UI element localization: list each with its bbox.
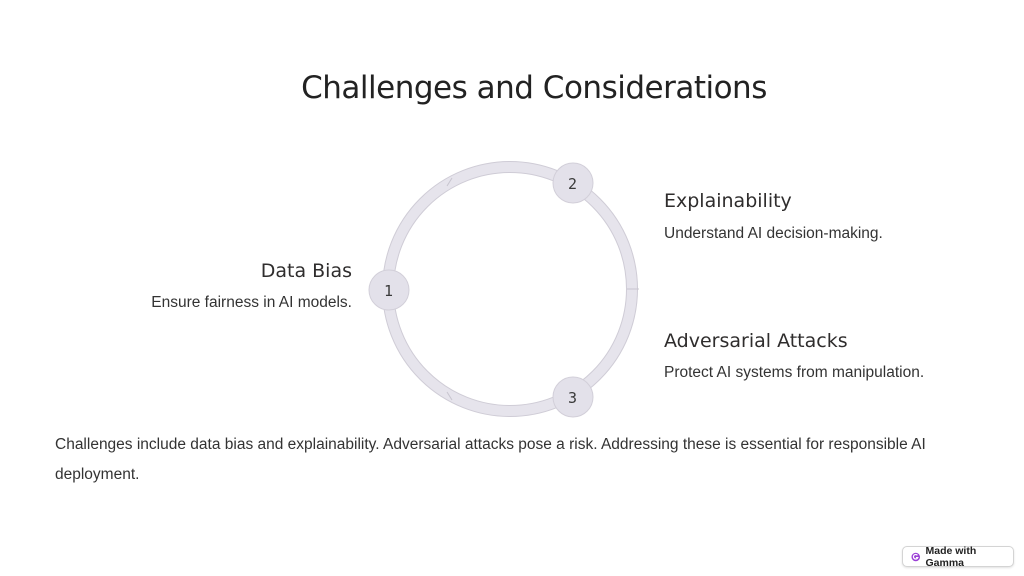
item-desc-data-bias: Ensure fairness in AI models. [151,294,352,311]
item-title-adversarial-attacks: Adversarial Attacks [664,330,848,352]
node-number: 3 [568,389,577,407]
node-number: 2 [568,175,577,193]
ring-separator [446,177,453,187]
item-title-data-bias: Data Bias [260,260,352,282]
item-desc-adversarial-attacks: Protect AI systems from manipulation. [664,364,925,381]
ring-separator [446,391,453,401]
node-number: 1 [384,282,393,300]
made-with-gamma-badge[interactable]: Made with Gamma [902,544,1014,569]
node-2: 2 [552,162,594,204]
node-3: 3 [552,376,594,418]
page-title: Challenges and Considerations [301,70,767,106]
summary-paragraph: Challenges include data bias and explain… [55,436,926,483]
item-title-explainability: Explainability [664,190,792,212]
node-1: 1 [368,269,410,311]
gamma-logo-icon [911,552,921,561]
item-desc-explainability: Understand AI decision-making. [664,225,883,242]
badge-label: Made with Gamma [925,544,977,569]
cycle-ring-inner [383,162,637,416]
